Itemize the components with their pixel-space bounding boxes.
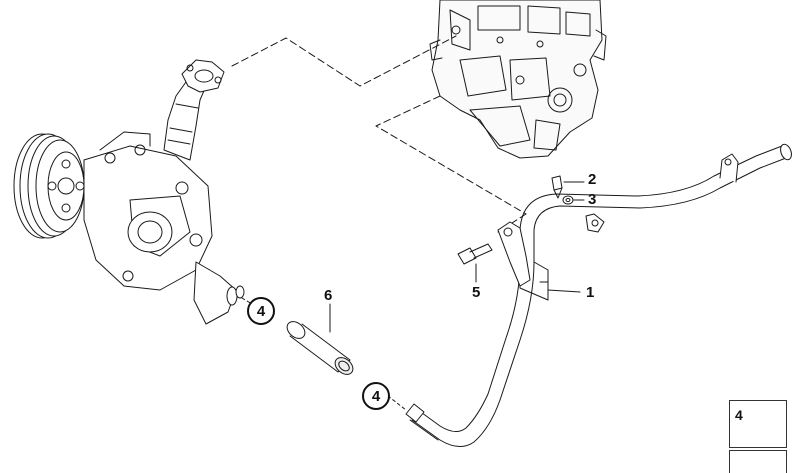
leader-line-4-left xyxy=(241,297,253,305)
legend-box-wedge xyxy=(729,450,787,473)
washer-part-3 xyxy=(562,195,585,205)
legend-box-clamp: 4 xyxy=(729,400,787,448)
legend-clamp-number: 4 xyxy=(735,407,743,423)
callout-part-4-left: 4 xyxy=(247,297,275,325)
coolant-pipe-part-1 xyxy=(405,143,792,447)
water-pump-illustration xyxy=(13,59,245,325)
callout-part-3: 3 xyxy=(588,191,597,208)
callout-part-4-right: 4 xyxy=(362,382,390,410)
callout-part-1: 1 xyxy=(586,284,595,301)
hose-part-6 xyxy=(286,321,354,375)
callout-part-5: 5 xyxy=(472,284,481,301)
screw-part-2 xyxy=(551,175,585,199)
engine-block-illustration xyxy=(429,0,607,159)
leader-line-4-right xyxy=(387,395,407,411)
bolt-part-5 xyxy=(457,243,493,283)
callout-part-6: 6 xyxy=(324,287,333,304)
callout-part-2: 2 xyxy=(588,171,597,188)
